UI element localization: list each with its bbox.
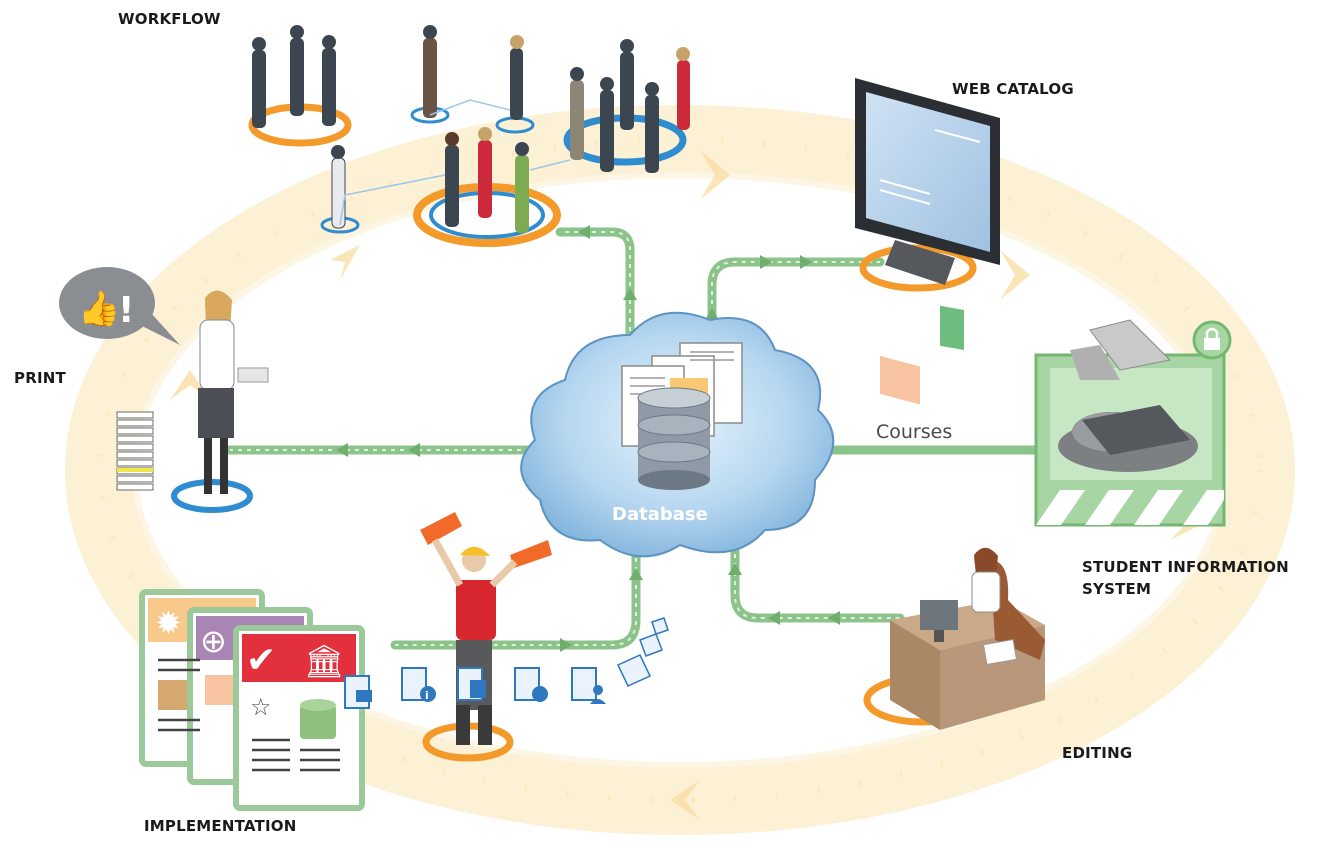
connector-arrowheads xyxy=(336,225,840,652)
implementation-documents: ✹ ⊕ ✔ 🏛 ☆ xyxy=(139,589,365,811)
globe-icon: ⊕ xyxy=(200,622,227,660)
database-label: Database xyxy=(612,504,708,525)
workflow-illustration xyxy=(248,25,690,247)
label-print: PRINT xyxy=(14,369,66,387)
print-illustration: 👍 ! xyxy=(59,267,269,513)
database-icon xyxy=(637,387,711,490)
label-editing: EDITING xyxy=(1062,744,1133,762)
checkmark-icon: ✔ xyxy=(246,640,276,681)
label-workflow: WORKFLOW xyxy=(118,10,221,28)
label-student-information-system: STUDENT INFORMATION SYSTEM xyxy=(1082,556,1289,600)
label-implementation: IMPLEMENTATION xyxy=(144,817,297,835)
edit-icon xyxy=(514,667,548,702)
exclamation-icon: ! xyxy=(118,290,134,331)
student-information-system-panel xyxy=(1034,319,1232,527)
flying-papers-icon xyxy=(616,617,669,687)
flagger-illustration xyxy=(420,512,552,762)
label-sis-line2: SYSTEM xyxy=(1082,580,1152,598)
info-icon: i xyxy=(401,667,436,702)
paper-stack-icon xyxy=(116,411,154,491)
file-icon xyxy=(344,675,372,709)
bank-icon: 🏛 xyxy=(304,642,345,680)
star-icon: ☆ xyxy=(250,693,272,721)
lock-icon xyxy=(1204,327,1220,350)
label-web-catalog: WEB CATALOG xyxy=(952,80,1074,98)
thumbs-up-icon: 👍 xyxy=(78,289,120,329)
label-sis-line1: STUDENT INFORMATION xyxy=(1082,558,1289,576)
speech-bubble: 👍 ! xyxy=(59,267,180,345)
courses-label: Courses xyxy=(876,421,952,443)
file-icons-row: i xyxy=(344,617,669,709)
document-icon xyxy=(457,667,486,701)
web-catalog-monitor xyxy=(855,78,1000,405)
database-cloud: Database xyxy=(520,311,835,558)
connector-dashes xyxy=(230,231,900,646)
svg-text:i: i xyxy=(425,689,429,702)
user-icon xyxy=(571,667,606,704)
gear-icon: ✹ xyxy=(155,604,182,642)
editing-illustration xyxy=(863,547,1045,730)
